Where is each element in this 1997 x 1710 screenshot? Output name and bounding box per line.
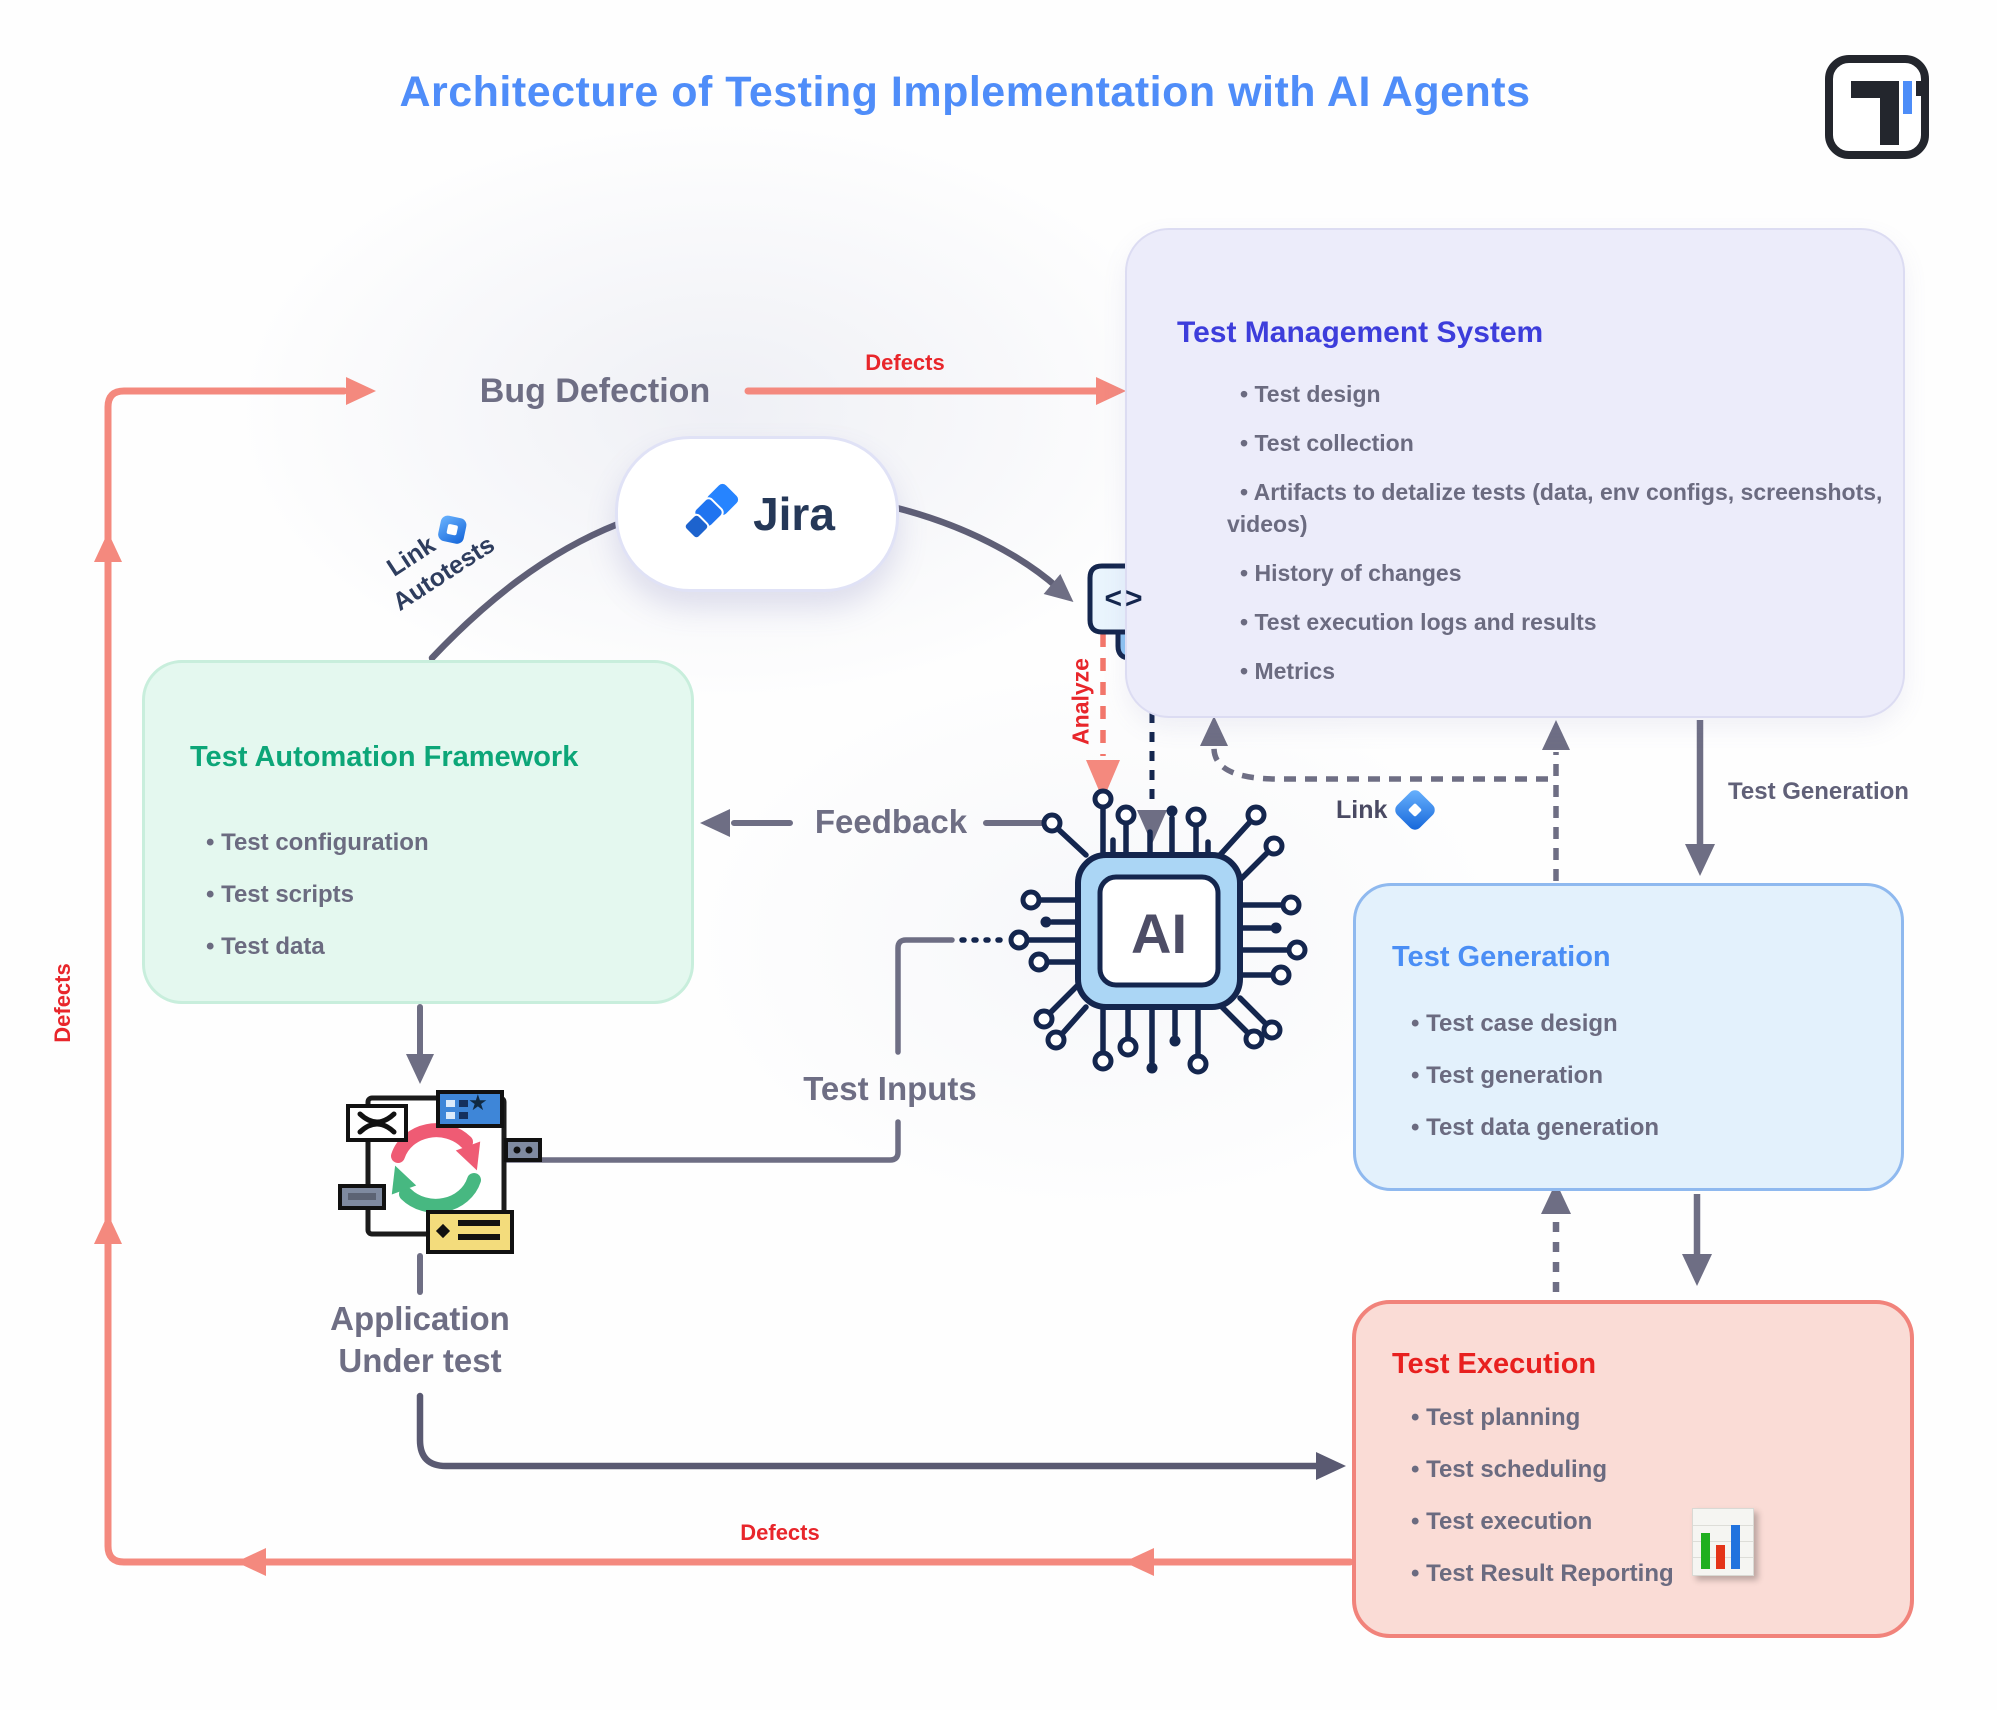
link-dashed-arrowheads — [1200, 716, 1570, 750]
test-execution-box: Test Execution Test planning Test schedu… — [1352, 1300, 1914, 1638]
taf-to-aut-arrow — [406, 1004, 434, 1084]
jira-node: Jira — [615, 436, 899, 592]
code-icon: <> — [1104, 582, 1146, 615]
list-item: Test configuration — [193, 825, 653, 861]
test-automation-framework-box: Test Automation Framework Test configura… — [142, 660, 694, 1004]
chart-bar-green — [1701, 1533, 1710, 1569]
chart-gridline — [1693, 1525, 1753, 1526]
logo-stem — [1880, 81, 1899, 145]
list-item: Test collection — [1227, 427, 1887, 459]
tms-title: Test Management System — [1177, 316, 1544, 349]
jira-diamond-icon — [1392, 787, 1439, 833]
link-text: Link — [1336, 795, 1388, 824]
logo-tick — [1916, 81, 1923, 96]
test-generation-box: Test Generation Test case design Test ge… — [1353, 883, 1904, 1191]
tg-to-te-arrow — [1682, 1194, 1712, 1286]
t-logo-icon — [1825, 55, 1929, 159]
test-inputs-label: Test Inputs — [803, 1070, 977, 1107]
list-item: Test design — [1227, 378, 1887, 410]
aut-label-line1: Application — [330, 1300, 510, 1337]
te-title: Test Execution — [1392, 1348, 1597, 1380]
jira-label: Jira — [753, 488, 835, 540]
jira-logo-icon — [683, 482, 741, 540]
list-item: History of changes — [1227, 557, 1887, 589]
taf-bullet-list: Test configuration Test scripts Test dat… — [193, 825, 653, 981]
defects-label-left: Defects — [50, 963, 75, 1043]
aut-to-te-arrow — [416, 1392, 1346, 1480]
star-icon: ★ — [468, 1090, 488, 1115]
list-item: Test execution — [1398, 1504, 1878, 1540]
analyze-label: Analyze — [1067, 658, 1094, 745]
bug-defection-label: Bug Defection — [479, 372, 711, 410]
list-item: Test generation — [1398, 1058, 1868, 1094]
chart-bar-blue — [1731, 1525, 1740, 1569]
app-sync-icon — [338, 1090, 542, 1254]
list-item: Metrics — [1227, 655, 1887, 687]
jira-diamond-icon — [436, 514, 468, 546]
defects-label-bottom: Defects — [740, 1520, 820, 1545]
test-generation-arrow-label: Test Generation — [1728, 778, 1909, 805]
test-management-system-box: Test Management System Test design Test … — [1125, 228, 1905, 718]
tms-to-tg-arrow — [1685, 720, 1715, 876]
link-tms-label: Link — [1336, 787, 1439, 833]
chart-bar-red — [1716, 1545, 1725, 1569]
list-item: Test scripts — [193, 877, 653, 913]
list-item: Test data generation — [1398, 1110, 1868, 1146]
list-item: Test case design — [1398, 1006, 1868, 1042]
bar-chart-icon — [1692, 1508, 1754, 1576]
feedback-label: Feedback — [814, 803, 968, 840]
tg-bullet-list: Test case design Test generation Test da… — [1398, 1006, 1868, 1162]
list-item: Test planning — [1398, 1400, 1878, 1436]
application-under-test-label: Application Under test — [290, 1298, 550, 1382]
ai-chip-label: AI — [1131, 902, 1187, 965]
defects-label-top: Defects — [865, 350, 945, 375]
chart-gridline — [1693, 1541, 1753, 1542]
list-item: Test execution logs and results — [1227, 606, 1887, 638]
taf-title: Test Automation Framework — [190, 741, 579, 773]
jira-to-docs-arrowhead — [1043, 574, 1074, 602]
tms-bullet-list: Test design Test collection Artifacts to… — [1227, 378, 1887, 704]
tg-title: Test Generation — [1392, 941, 1611, 973]
list-item: Test scheduling — [1398, 1452, 1878, 1488]
aut-label-line2: Under test — [338, 1342, 502, 1379]
list-item: Test data — [193, 929, 653, 965]
list-item: Artifacts to detalize tests (data, env c… — [1227, 476, 1887, 540]
te-bullet-list: Test planning Test scheduling Test execu… — [1398, 1400, 1878, 1608]
logo-blue-bar — [1903, 81, 1912, 114]
link-autotests-label: Link Autotests — [342, 484, 528, 636]
page-title: Architecture of Testing Implementation w… — [399, 68, 1531, 116]
te-to-tg-dashed-arrow — [1541, 1182, 1571, 1292]
list-item: Test Result Reporting — [1398, 1556, 1878, 1592]
